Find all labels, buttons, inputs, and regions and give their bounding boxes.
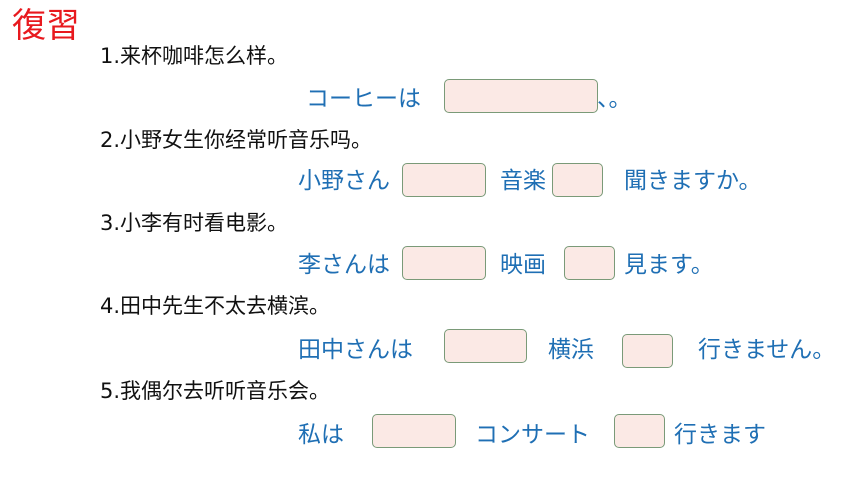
question-3-answer-box-2[interactable] xyxy=(564,246,615,280)
question-4-text-2: 横浜 xyxy=(548,337,594,363)
question-2-answer-box-1[interactable] xyxy=(402,163,486,197)
question-1-prompt: 1.来杯咖啡怎么样。 xyxy=(100,44,289,68)
question-4-text-1: 田中さんは xyxy=(298,337,413,363)
question-4-answer-box-2[interactable] xyxy=(622,334,673,368)
question-5-text-3: 行きます xyxy=(674,422,766,448)
page-title: 復習 xyxy=(12,6,80,46)
question-5-text-2: コンサート xyxy=(475,422,590,448)
question-4-prompt: 4.田中先生不太去横滨。 xyxy=(100,294,331,318)
question-5-answer-box-2[interactable] xyxy=(614,414,665,448)
question-5-prompt: 5.我偶尔去听听音乐会。 xyxy=(100,379,331,403)
question-2-text-2: 音楽 xyxy=(500,168,546,194)
question-2-prompt: 2.小野女生你经常听音乐吗。 xyxy=(100,128,373,152)
question-3-answer-box-1[interactable] xyxy=(402,246,486,280)
question-3-prompt: 3.小李有时看电影。 xyxy=(100,211,289,235)
question-3-text-2: 映画 xyxy=(500,252,546,278)
question-5-answer-box-1[interactable] xyxy=(372,414,456,448)
question-1-text-2: 、。 xyxy=(597,86,632,112)
question-3-text-1: 李さんは xyxy=(298,252,390,278)
question-1-text-1: コーヒーは xyxy=(306,86,421,112)
question-4-answer-box-1[interactable] xyxy=(444,329,527,363)
question-2-text-3: 聞きますか。 xyxy=(624,168,762,194)
question-3-text-3: 見ます。 xyxy=(624,252,714,278)
question-5-text-1: 私は xyxy=(298,422,344,448)
question-2-answer-box-2[interactable] xyxy=(552,163,603,197)
question-1-answer-box-1[interactable] xyxy=(444,79,598,113)
question-4-text-3: 行きません。 xyxy=(698,337,836,363)
question-2-text-1: 小野さん xyxy=(298,168,390,194)
